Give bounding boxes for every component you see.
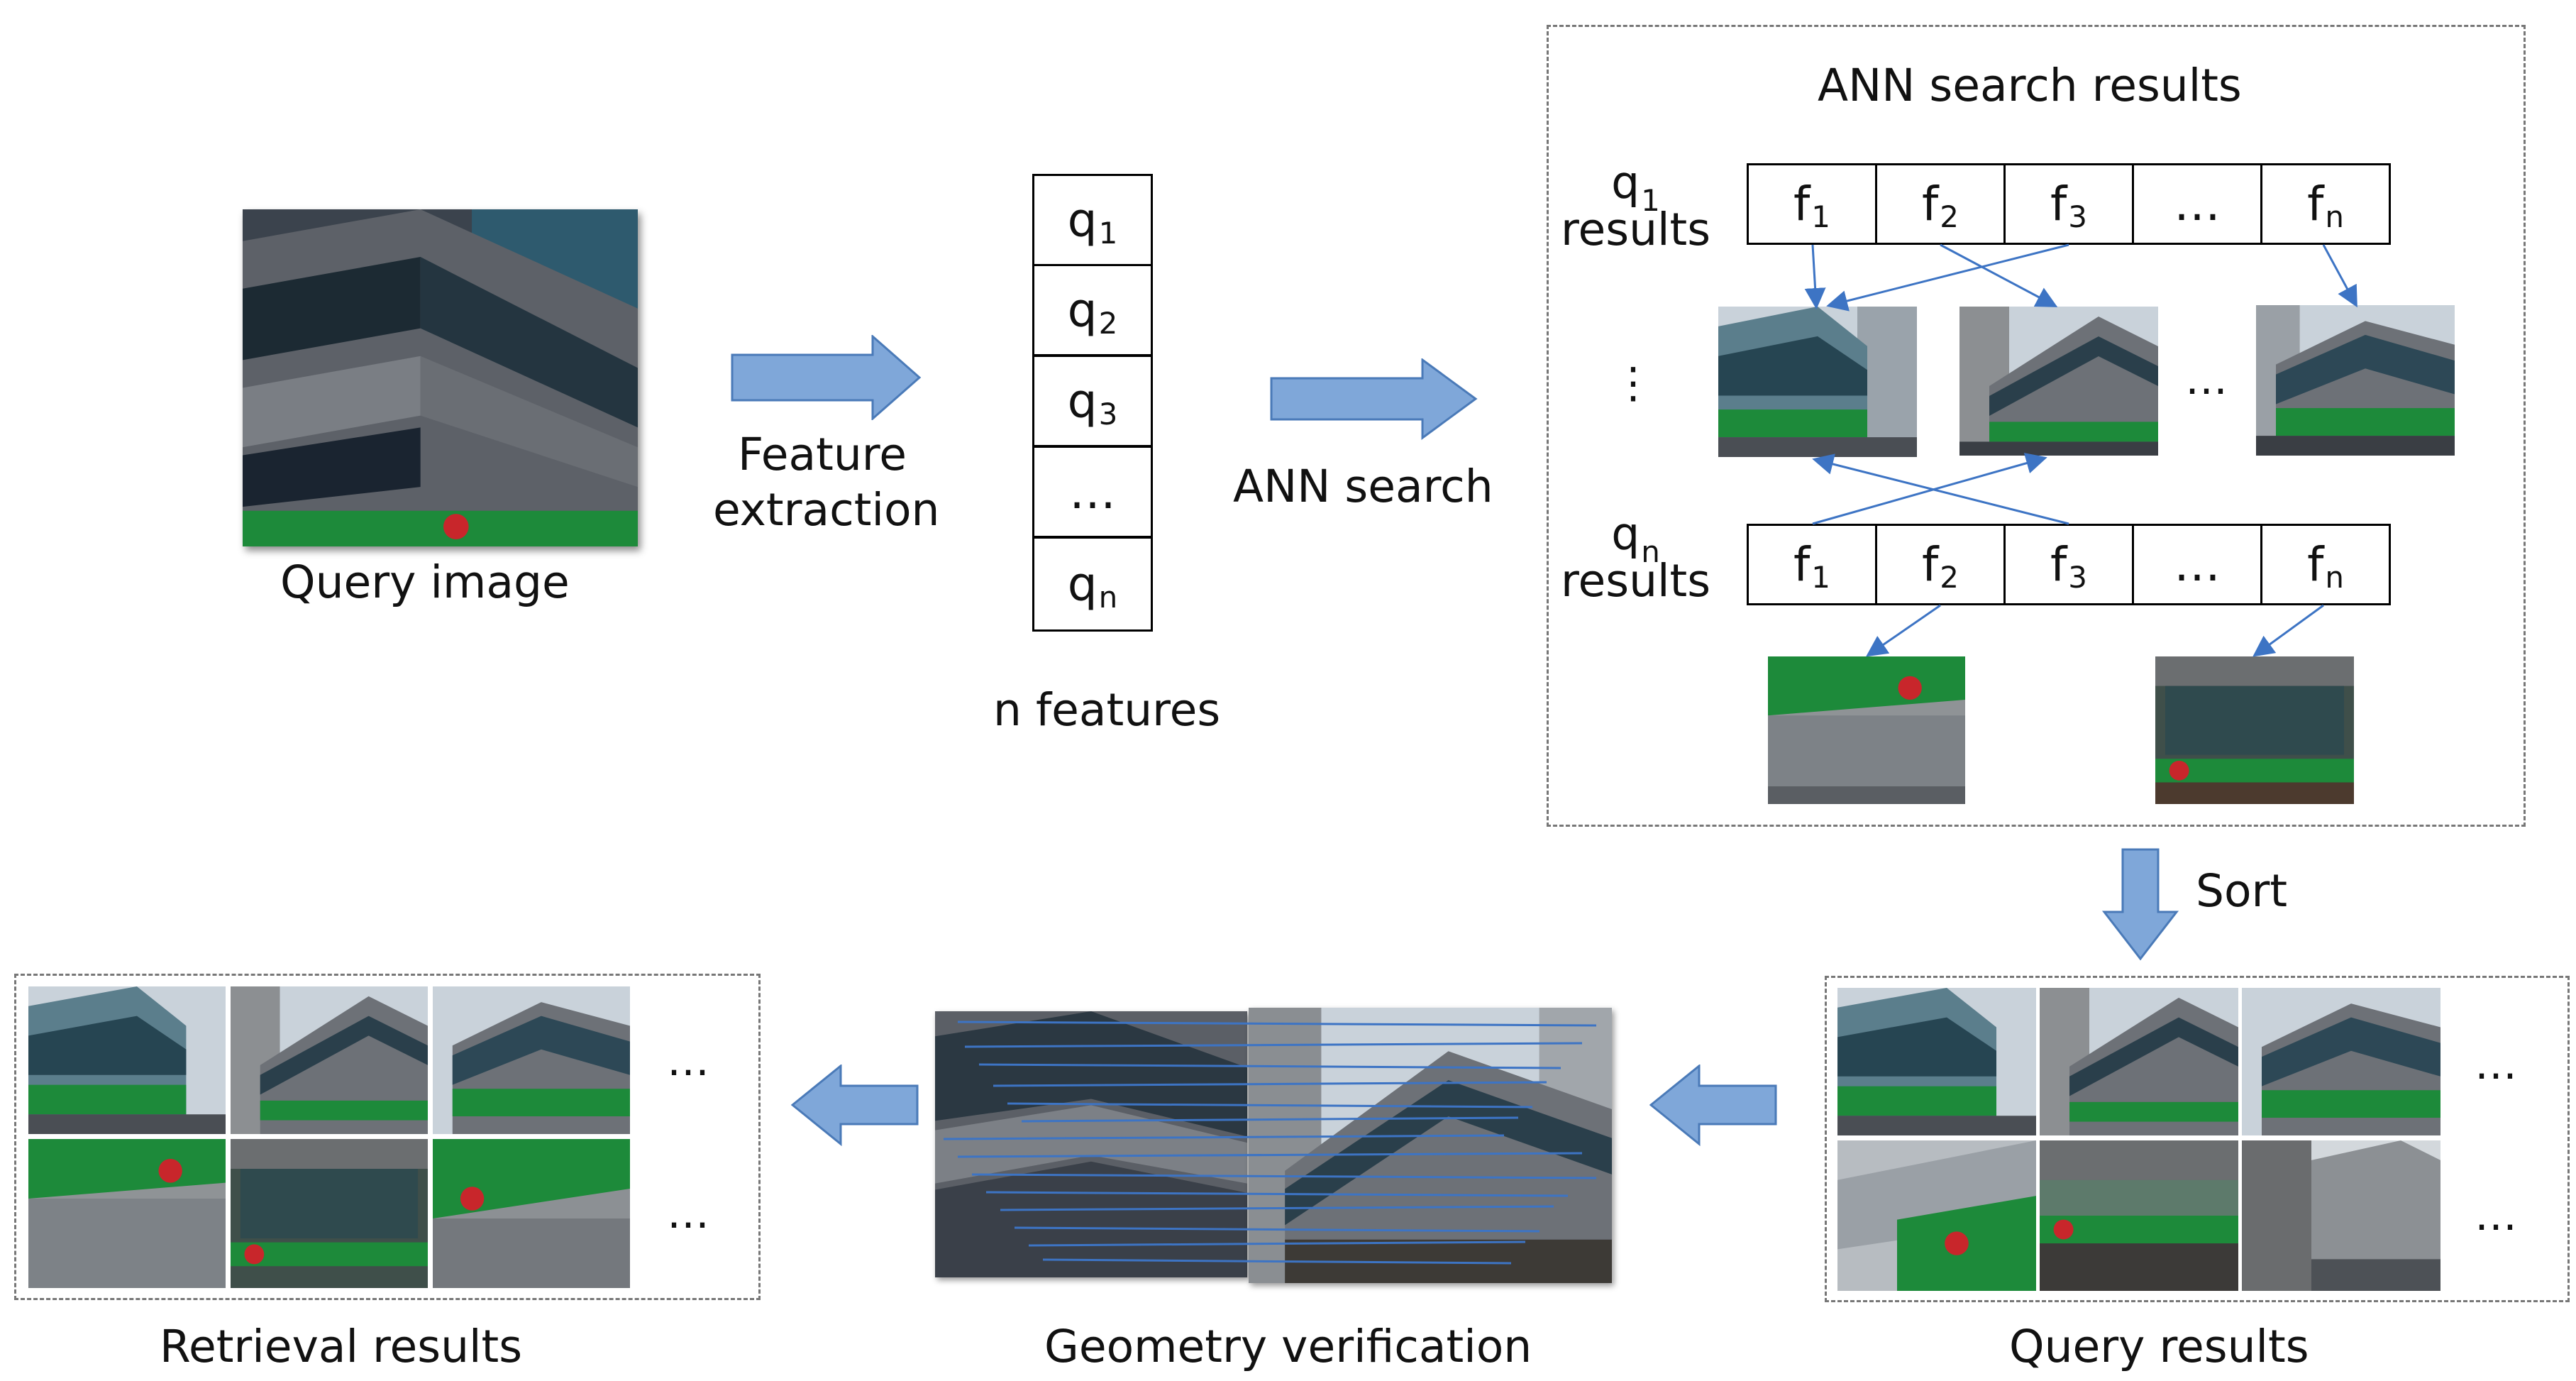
ann-thumb-1 [1718, 307, 1917, 457]
query-result-thumb-6 [2242, 1140, 2440, 1291]
to-geometry-arrow [1649, 1064, 1777, 1146]
query-result-thumb-4 [1837, 1140, 2036, 1291]
query-result-thumb-5 [2040, 1140, 2238, 1291]
ann-thumb-4 [1768, 656, 1965, 804]
feature-extraction-label-line2: extraction [713, 484, 940, 536]
ann-thumb-5 [2155, 656, 2354, 804]
query-results-panel [1825, 976, 2570, 1302]
feature-extraction-label-line1: Feature [738, 429, 907, 480]
sort-label: Sort [2196, 865, 2288, 917]
ann-thumb-ellipsis: … [2185, 355, 2228, 405]
retrieval-results-panel [14, 974, 761, 1300]
retrieval-ellipsis-row2: … [667, 1189, 709, 1238]
qn-cell-ellipsis: … [2132, 524, 2262, 605]
ann-results-panel [1547, 25, 2526, 827]
ann-search-arrow [1270, 358, 1478, 440]
retrieval-thumb-6 [433, 1139, 630, 1288]
retrieval-ellipsis-row1: … [667, 1036, 709, 1086]
query-image-photo [243, 209, 638, 546]
ann-vertical-ellipsis: ⋮ [1612, 358, 1654, 408]
query-result-thumb-1 [1837, 988, 2036, 1135]
query-results-ellipsis-row2: … [2475, 1191, 2517, 1240]
geometry-photo-right [1249, 1008, 1612, 1283]
to-retrieval-arrow [791, 1064, 919, 1146]
feature-extraction-arrow [731, 335, 922, 420]
query-results-ellipsis-row1: … [2475, 1040, 2517, 1089]
q1-cell-ellipsis: … [2132, 163, 2262, 245]
query-result-thumb-2 [2040, 988, 2238, 1135]
ann-thumb-3 [2256, 305, 2455, 456]
retrieval-thumb-3 [433, 986, 630, 1134]
geometry-photo-left [935, 1011, 1247, 1277]
query-image-label: Query image [280, 556, 570, 608]
retrieval-thumb-4 [28, 1139, 226, 1288]
retrieval-results-label: Retrieval results [160, 1321, 523, 1372]
ann-results-title: ANN search results [1818, 60, 2242, 111]
q1-results-label: q1 results [1561, 157, 1711, 256]
retrieval-thumb-5 [231, 1139, 428, 1288]
qn-results-label: qn results [1561, 508, 1711, 607]
query-results-label: Query results [2009, 1321, 2309, 1372]
ann-thumb-2 [1959, 307, 2158, 456]
n-features-label: n features [993, 684, 1221, 736]
sort-arrow [2101, 848, 2179, 961]
ann-search-label: ANN search [1233, 461, 1493, 512]
feature-cell-ellipsis: … [1032, 446, 1153, 538]
query-result-thumb-3 [2242, 988, 2440, 1135]
retrieval-thumb-2 [231, 986, 428, 1134]
geometry-verification-label: Geometry verification [1044, 1321, 1532, 1372]
retrieval-thumb-1 [28, 986, 226, 1134]
